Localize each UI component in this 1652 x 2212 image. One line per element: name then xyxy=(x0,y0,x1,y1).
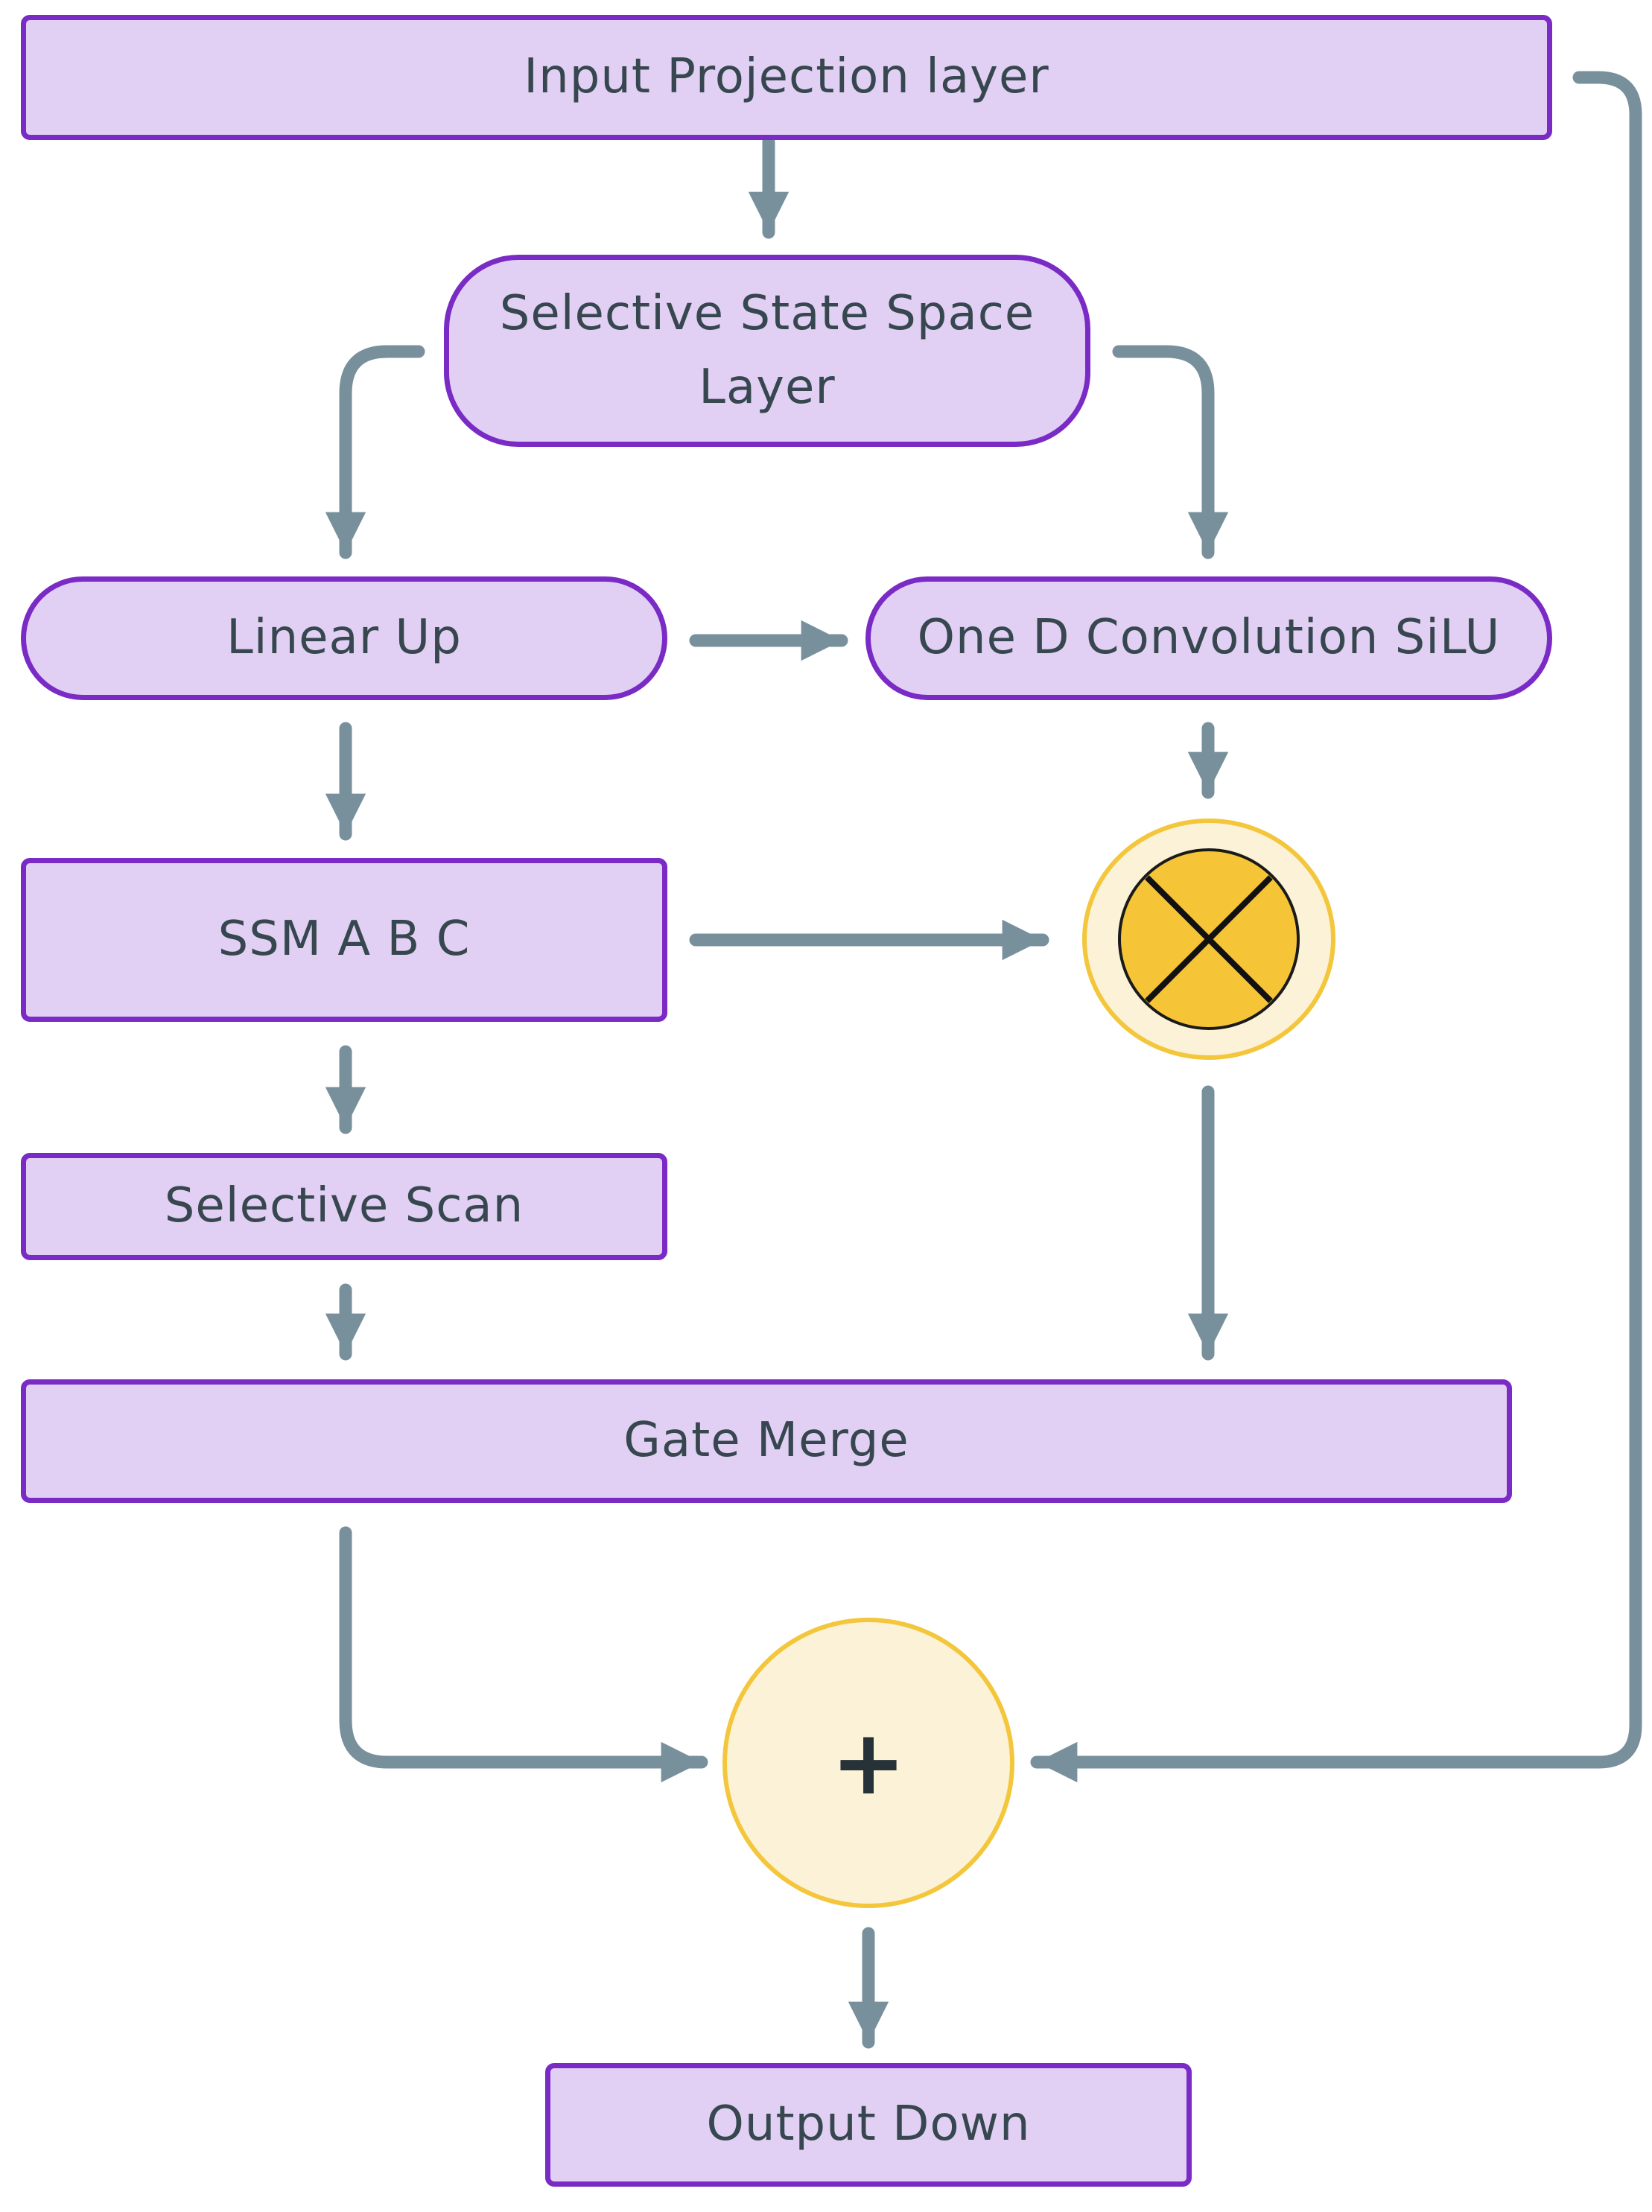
plus-symbol: + xyxy=(830,1711,906,1815)
arrow-residual-to-plus xyxy=(1030,71,1642,1783)
multiply-icon xyxy=(1081,818,1336,1061)
output-down-node: Output Down xyxy=(545,2063,1192,2187)
arrow-ssl-to-conv xyxy=(1112,345,1229,559)
output-down-label: Output Down xyxy=(706,2097,1031,2152)
arrow-ssl-to-linear-up xyxy=(325,345,425,559)
gate-merge-label: Gate Merge xyxy=(623,1413,909,1469)
conv-silu-label: One D Convolution SiLU xyxy=(917,610,1501,666)
input-projection-label: Input Projection layer xyxy=(524,49,1049,105)
ssm-abc-label: SSM A B C xyxy=(217,912,471,967)
selective-ssl-label-line2: Layer xyxy=(699,360,836,415)
gate-merge-node: Gate Merge xyxy=(21,1379,1512,1503)
one-d-convolution-silu-node: One D Convolution SiLU xyxy=(865,576,1552,700)
input-projection-layer: Input Projection layer xyxy=(21,15,1552,140)
linear-up-node: Linear Up xyxy=(21,576,667,700)
arrow-gate-to-plus xyxy=(339,1526,708,1783)
selective-scan-node: Selective Scan xyxy=(21,1153,667,1260)
selective-ssl-label-line1: Selective State Space xyxy=(499,285,1035,341)
selective-scan-label: Selective Scan xyxy=(164,1178,524,1234)
ssm-a-b-c-node: SSM A B C xyxy=(21,858,667,1022)
selective-state-space-layer: Selective State Space Layer xyxy=(444,255,1090,447)
linear-up-label: Linear Up xyxy=(226,610,462,666)
plus-operator: + xyxy=(722,1618,1014,1908)
